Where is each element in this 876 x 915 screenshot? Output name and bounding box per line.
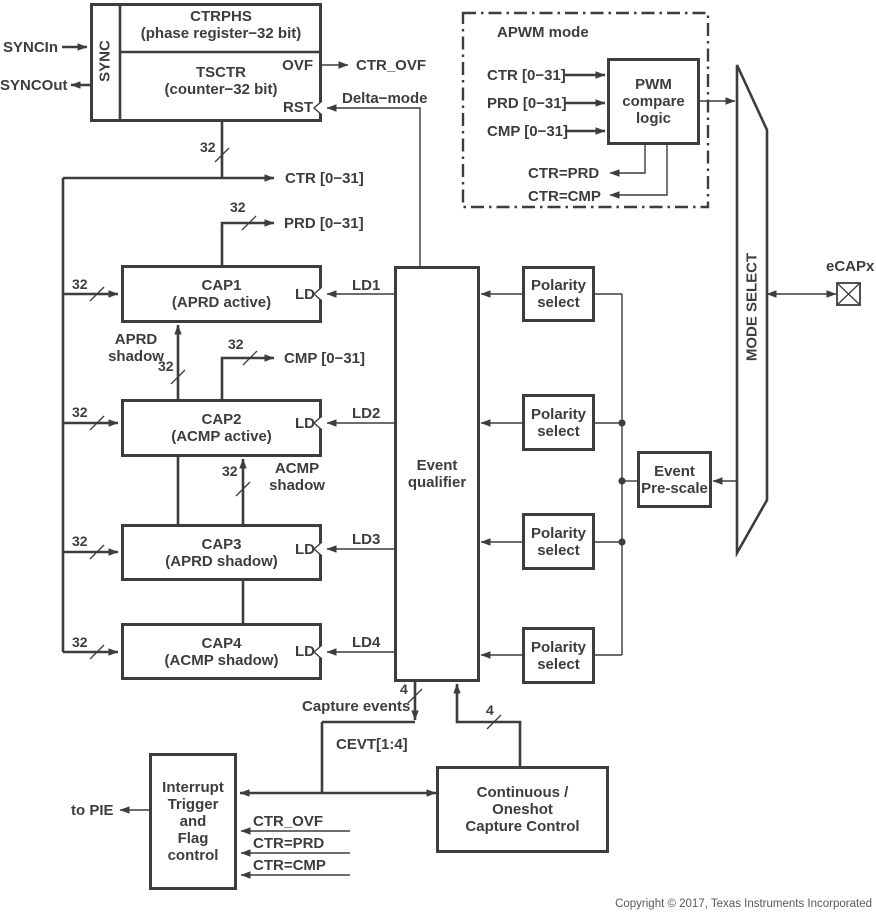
apwm-dashed-border: [461, 11, 710, 209]
oneshot-bus-width: 4: [486, 702, 494, 718]
cap2-bus-width: 32: [72, 404, 88, 420]
thick-wires: [61, 43, 606, 797]
ld4-label: LD4: [352, 634, 381, 651]
syncout-label: SYNCOut: [0, 77, 68, 94]
mode-select-label: MODE SELECT: [743, 252, 761, 362]
prd-bus-label: PRD [0−31]: [284, 215, 364, 232]
cap2-block: CAP2 (ACMP active): [121, 399, 322, 457]
ld1-label: LD1: [352, 277, 381, 294]
aprd-shadow-width: 32: [158, 358, 174, 374]
ld3-label: LD3: [352, 531, 381, 548]
ecapx-label: eCAPx: [826, 258, 875, 275]
ctr-bus-width: 32: [200, 139, 216, 155]
aprd-shadow-label: APRD shadow: [108, 331, 164, 365]
syncin-label: SYNCIn: [3, 39, 59, 56]
pwm-compare-logic-block: PWM compare logic: [607, 58, 700, 145]
apwm-cmp-input-label: CMP [0−31]: [487, 123, 569, 140]
thin-wires: [119, 61, 837, 879]
apwm-ctr-input-label: CTR [0−31]: [487, 67, 566, 84]
cevt-label: CEVT[1:4]: [336, 736, 408, 753]
delta-mode-label: Delta−mode: [342, 90, 428, 107]
event-qualifier-block: Event qualifier: [394, 266, 480, 682]
prd-bus-width: 32: [230, 199, 246, 215]
ld2-label: LD2: [352, 405, 381, 422]
cmp-bus-label: CMP [0−31]: [284, 350, 366, 367]
apwm-mode-title: APWM mode: [497, 24, 589, 41]
interrupt-ctr-eq-prd-label: CTR=PRD: [253, 835, 325, 852]
acmp-shadow-width: 32: [222, 463, 238, 479]
polarity-select-3-block: Polarity select: [522, 513, 595, 570]
ovf-port-label: OVF: [282, 57, 313, 74]
cap3-bus-width: 32: [72, 533, 88, 549]
ecapx-pin-icon: [836, 282, 861, 306]
ctr-eq-cmp-label: CTR=CMP: [528, 188, 601, 205]
polarity-select-4-block: Polarity select: [522, 627, 595, 684]
cap3-ld-port: LD: [295, 541, 315, 558]
apwm-prd-input-label: PRD [0−31]: [487, 95, 567, 112]
ctrphs-label: CTRPHS (phase register−32 bit): [140, 8, 302, 42]
acmp-shadow-label: ACMP shadow: [269, 460, 325, 494]
bus-width-slashes: [89, 147, 502, 730]
polarity-select-1-block: Polarity select: [522, 266, 595, 322]
capture-control-block: Continuous / Oneshot Capture Control: [436, 766, 609, 853]
cap4-block: CAP4 (ACMP shadow): [121, 623, 322, 680]
interrupt-trigger-block: Interrupt Trigger and Flag control: [149, 753, 237, 890]
rst-port-label: RST: [283, 99, 313, 116]
ctr-ovf-label: CTR_OVF: [356, 57, 427, 74]
cap4-ld-port: LD: [295, 643, 315, 660]
polarity-select-2-block: Polarity select: [522, 394, 595, 451]
interrupt-ctr-ovf-label: CTR_OVF: [253, 813, 324, 830]
interrupt-ctr-eq-cmp-label: CTR=CMP: [253, 857, 326, 874]
capture-events-width: 4: [400, 681, 408, 697]
cap2-ld-port: LD: [295, 415, 315, 432]
cap1-bus-width: 32: [72, 276, 88, 292]
junction-dots: [618, 419, 626, 546]
ctr-bus-label: CTR [0−31]: [285, 170, 364, 187]
ctr-eq-prd-label: CTR=PRD: [528, 165, 600, 182]
copyright-notice: Copyright © 2017, Texas Instruments Inco…: [615, 898, 872, 910]
tsctr-label: TSCTR (counter−32 bit): [164, 64, 278, 98]
to-pie-label: to PIE: [71, 802, 114, 819]
event-prescale-block: Event Pre-scale: [637, 451, 712, 508]
capture-events-label: Capture events: [302, 698, 411, 715]
cmp-bus-width: 32: [228, 336, 244, 352]
mode-select-mux: [735, 64, 769, 558]
sync-label: SYNC: [96, 40, 114, 82]
sync-counter-block: [90, 3, 322, 122]
cap1-block: CAP1 (APRD active): [121, 265, 322, 323]
cap3-block: CAP3 (APRD shadow): [121, 524, 322, 581]
cap4-bus-width: 32: [72, 634, 88, 650]
cap1-ld-port: LD: [295, 286, 315, 303]
